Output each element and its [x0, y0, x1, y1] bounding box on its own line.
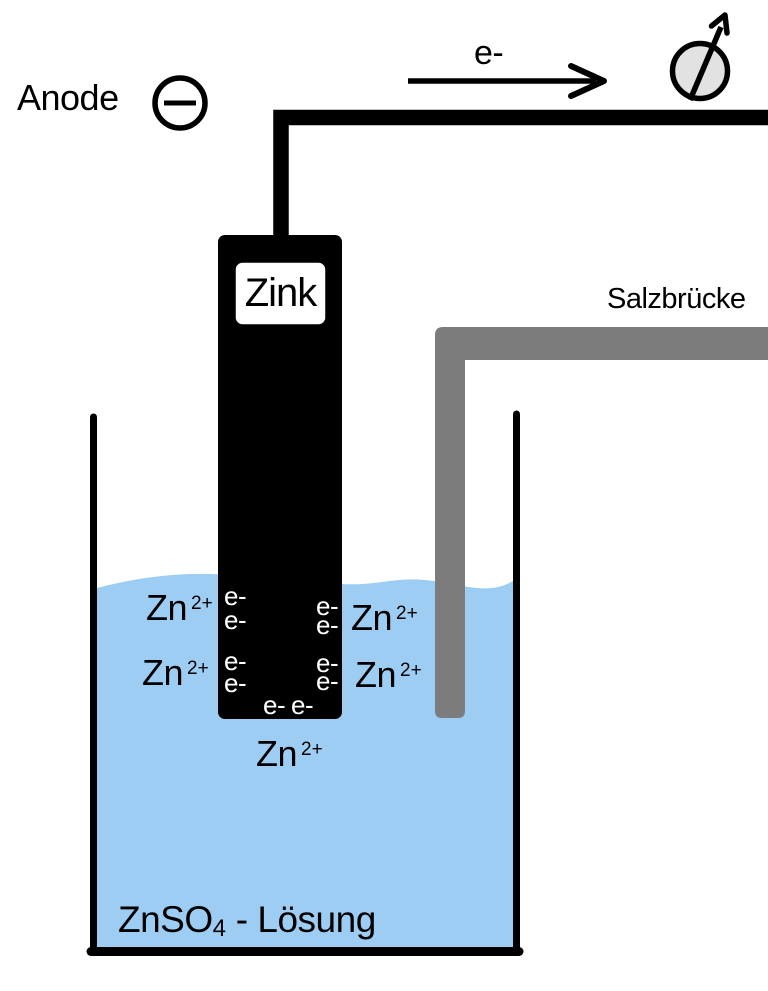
solution-formula: ZnSO [118, 899, 213, 940]
right-arrow-icon [408, 63, 607, 99]
electron-label: e- [316, 666, 339, 696]
electron-flow-label: e- [474, 34, 504, 72]
galvanometer-icon [669, 12, 731, 102]
ion-charge: 2+ [191, 593, 213, 614]
salt-bridge-label: Salzbrücke [607, 283, 746, 315]
ion-charge: 2+ [396, 603, 418, 624]
electron-label: e- [316, 591, 339, 621]
solution-subscript: 4 [212, 915, 226, 942]
minus-circle-icon [152, 75, 208, 131]
electron-label: e- [224, 605, 247, 635]
electron-label: e- [316, 610, 339, 640]
electrode-label-plate [231, 258, 330, 329]
ion-symbol: Zn [146, 587, 188, 628]
solution-label: ZnSO4 - Lösung [118, 899, 377, 941]
ion-symbol: Zn [355, 654, 397, 695]
ion-symbol: Zn [256, 733, 298, 774]
electron-label: e- [224, 581, 247, 611]
wire [273, 109, 768, 240]
zinc-electrode [218, 235, 342, 719]
electrode-label: Zink [244, 271, 318, 315]
electron-label: e- [224, 668, 247, 698]
electron-label: e- [224, 646, 247, 676]
electron-label: e- [316, 648, 339, 678]
ion-charge: 2+ [301, 739, 323, 760]
anode-label: Anode [17, 77, 119, 118]
electrode-label-box: Zink [233, 260, 328, 327]
electron-label: e- [291, 690, 314, 720]
solution-suffix: - Lösung [226, 899, 377, 940]
ion-charge: 2+ [400, 660, 422, 681]
solution-fill [97, 573, 513, 948]
ion-symbol: Zn [351, 597, 393, 638]
ion-symbol: Zn [142, 652, 184, 693]
electron-label: e- [263, 690, 286, 720]
ion-charge: 2+ [187, 658, 209, 679]
